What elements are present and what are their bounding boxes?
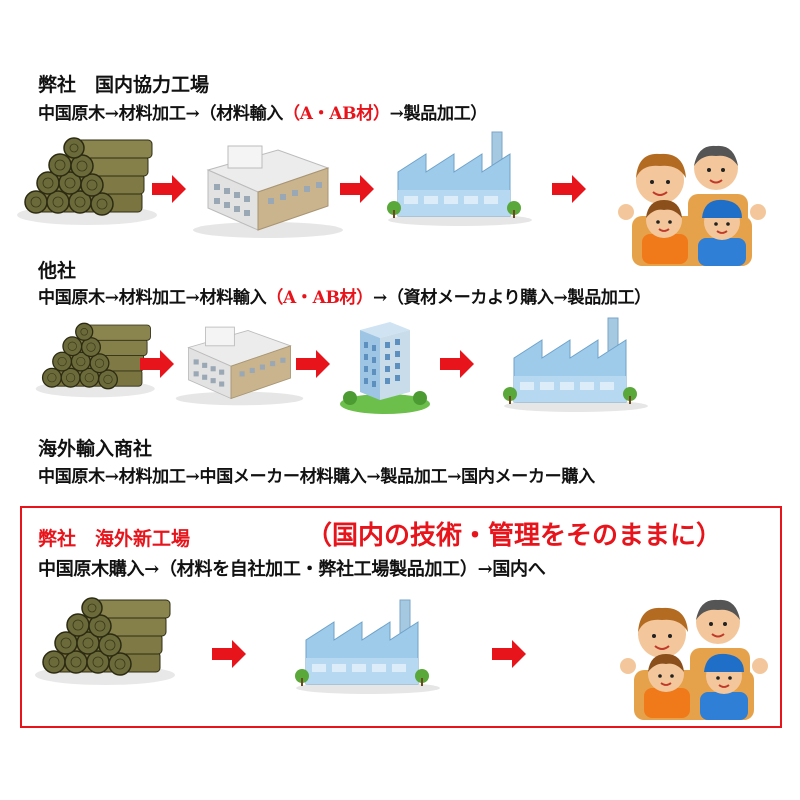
family-icon <box>617 144 767 267</box>
factory-icon <box>294 599 441 695</box>
logs-icon <box>16 137 158 226</box>
arrow-right-icon <box>212 640 246 668</box>
row4-heading: 弊社 海外新工場 <box>38 528 191 550</box>
arrow-right-icon <box>552 175 586 203</box>
office-building-icon <box>340 322 430 414</box>
row1-flow-before: 中国原木→材料加工→（材料輸入 <box>38 104 283 124</box>
row3-heading: 海外輸入商社 <box>38 438 153 460</box>
row4-tagline: （国内の技術・管理をそのままに） <box>306 521 723 551</box>
arrow-right-icon <box>492 640 526 668</box>
warehouse-icon <box>175 326 304 406</box>
factory-icon <box>502 317 649 413</box>
row2-flow: 中国原木→材料加工→材料輸入（A・AB材）→（資材メーカより購入→製品加工） <box>38 290 651 307</box>
arrow-right-icon <box>340 175 374 203</box>
row2-flow-before: 中国原木→材料加工→材料輸入 <box>38 288 267 308</box>
highlight-frame <box>20 506 782 728</box>
row1-flow: 中国原木→材料加工→（材料輸入（A・AB材）→製品加工） <box>38 106 487 123</box>
row2-heading: 他社 <box>38 260 77 282</box>
row3-flow: 中国原木→材料加工→中国メーカー材料購入→製品加工→国内メーカー購入 <box>38 467 595 487</box>
row1-heading: 弊社 国内協力工場 <box>38 74 210 96</box>
row2-flow-red: （A・AB材） <box>266 288 373 308</box>
row4-flow: 中国原木購入→（材料を自社加工・弊社工場製品加工）→国内へ <box>38 559 546 580</box>
logs-icon <box>35 322 156 398</box>
arrow-right-icon <box>140 350 174 378</box>
factory-icon <box>386 131 533 227</box>
arrow-right-icon <box>296 350 330 378</box>
arrow-right-icon <box>152 175 186 203</box>
family-icon <box>619 598 769 721</box>
row2-flow-after: →（資材メーカより購入→製品加工） <box>372 288 652 308</box>
row1-flow-red: （A・AB材） <box>283 104 390 124</box>
arrow-right-icon <box>440 350 474 378</box>
logs-icon <box>34 597 176 686</box>
warehouse-icon <box>192 145 344 239</box>
row1-flow-after: →製品加工） <box>389 104 488 124</box>
